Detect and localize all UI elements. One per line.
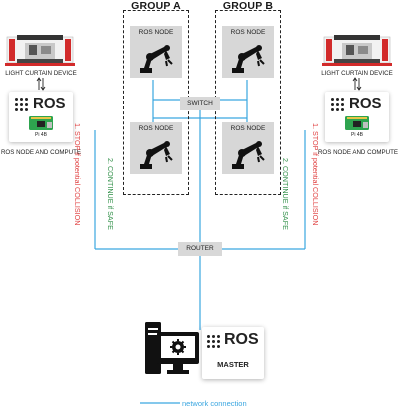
curtain-device-icon (322, 35, 392, 66)
master-label: MASTER (217, 360, 249, 369)
right-stop-text: 1. STOP if potential COLLISION (311, 123, 320, 226)
master-ros-logo: ROS (224, 331, 259, 348)
raspberry-pi-icon (29, 116, 53, 130)
computer-monitor-icon (145, 322, 199, 374)
left-ros-card[interactable]: ROS Pi 4B (9, 92, 73, 142)
ros-node-a2[interactable]: ROS NODE (130, 122, 182, 174)
left-station-caption: ROS NODE AND COMPUTE (0, 149, 82, 156)
ros-node-b1[interactable]: ROS NODE (222, 26, 274, 78)
left-stop-text: 1. STOP if potential COLLISION (73, 123, 82, 226)
left-device-label: LIGHT CURTAIN DEVICE (5, 70, 77, 77)
left-ros-logo: ROS (33, 95, 66, 112)
group-b-title: GROUP B (222, 0, 274, 12)
curtain-device-icon (5, 35, 75, 66)
ros-master-card[interactable]: ROS MASTER (202, 327, 264, 379)
legend-label: network connection (182, 399, 247, 408)
ros-logo-dots (15, 98, 28, 111)
right-ros-card[interactable]: ROS Pi 4B (325, 92, 389, 142)
switch-box[interactable]: SWITCH (180, 97, 220, 110)
node-label: ROS NODE (230, 125, 266, 132)
robot-arm-icon (232, 45, 265, 73)
right-continue-text: 2. CONTINUE if SAFE (281, 158, 290, 230)
node-label: ROS NODE (138, 125, 174, 132)
right-board-label: Pi 4B (351, 132, 363, 138)
ros-node-a1[interactable]: ROS NODE (130, 26, 182, 78)
left-board-label: Pi 4B (35, 132, 47, 138)
left-continue-text: 2. CONTINUE if SAFE (106, 158, 115, 230)
right-device-label: LIGHT CURTAIN DEVICE (321, 70, 393, 77)
robot-arm-icon (140, 141, 173, 169)
raspberry-pi-icon (345, 116, 369, 130)
ros-node-b2[interactable]: ROS NODE (222, 122, 274, 174)
node-label: ROS NODE (230, 29, 266, 36)
right-ros-logo: ROS (349, 95, 382, 112)
ros-logo-dots (207, 335, 220, 348)
ros-logo-dots (331, 98, 344, 111)
router-box[interactable]: ROUTER (178, 242, 222, 256)
robot-arm-icon (232, 141, 265, 169)
node-label: ROS NODE (138, 29, 174, 36)
group-a-title: GROUP A (131, 0, 181, 12)
robot-arm-icon (140, 45, 173, 73)
right-station-caption: ROS NODE AND COMPUTE (317, 149, 399, 156)
